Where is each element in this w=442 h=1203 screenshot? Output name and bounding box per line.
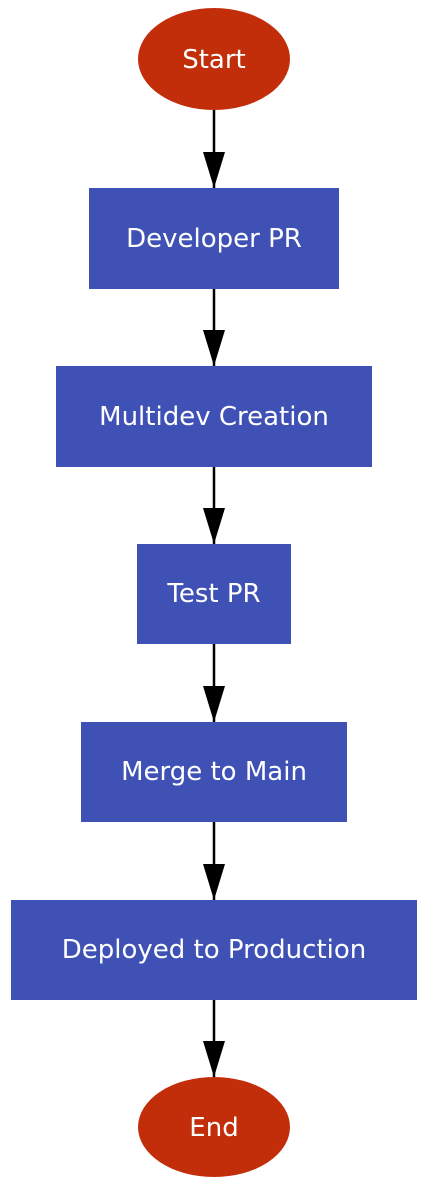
start-label: Start xyxy=(182,45,246,75)
multidev-creation-label: Multidev Creation xyxy=(99,402,329,432)
start-terminal-shape xyxy=(138,8,290,110)
arrowhead-icon xyxy=(203,152,225,188)
edges xyxy=(203,110,225,1077)
arrowhead-icon xyxy=(203,864,225,900)
arrowhead-icon xyxy=(203,508,225,544)
developer-pr-process-shape xyxy=(89,188,339,289)
node-test-pr: Test PR xyxy=(137,544,291,644)
multidev-creation-process-shape xyxy=(56,366,372,467)
node-end: End xyxy=(138,1077,290,1177)
arrowhead-icon xyxy=(203,1041,225,1077)
test-pr-process-shape xyxy=(137,544,291,644)
node-start: Start xyxy=(138,8,290,110)
node-merge-to-main: Merge to Main xyxy=(81,722,347,822)
node-developer-pr: Developer PR xyxy=(89,188,339,289)
arrowhead-icon xyxy=(203,330,225,366)
deployed-to-production-label: Deployed to Production xyxy=(62,935,367,965)
node-deployed-to-production: Deployed to Production xyxy=(11,900,417,1000)
deployed-to-production-process-shape xyxy=(11,900,417,1000)
end-label: End xyxy=(189,1113,238,1143)
node-multidev-creation: Multidev Creation xyxy=(56,366,372,467)
arrowhead-icon xyxy=(203,686,225,722)
merge-to-main-label: Merge to Main xyxy=(121,757,307,787)
end-terminal-shape xyxy=(138,1077,290,1177)
nodes: Start Developer PR Multidev Creation Tes… xyxy=(11,8,417,1177)
test-pr-label: Test PR xyxy=(166,579,260,609)
developer-pr-label: Developer PR xyxy=(126,224,302,254)
merge-to-main-process-shape xyxy=(81,722,347,822)
